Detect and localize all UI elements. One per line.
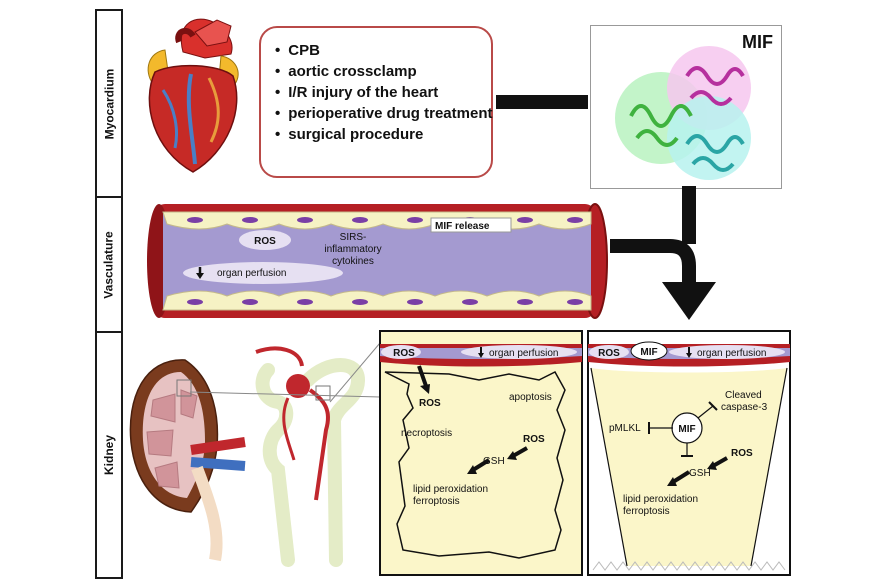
trigger-item: CPB [275,40,481,61]
right-panel-cleaved-line2: caspase-3 [721,402,768,413]
blood-vessel: ROS organ perfusion SIRS- inflammatory c… [147,203,608,319]
right-panel-ros: ROS [731,448,753,459]
row-label-vasculature: Vasculature [95,196,123,333]
trigger-item: I/R injury of the heart [275,82,481,103]
left-panel-lipid-line2: ferroptosis [413,496,460,507]
endothelial-cells-bottom [162,290,592,311]
left-panel-necroptosis: necroptosis [401,428,452,439]
left-panel-lipid-line1: lipid peroxidation [413,484,488,495]
sirs-label-line1: SIRS- [340,232,367,243]
right-panel-mif-center: MIF [678,424,695,435]
heart-illustration [147,18,239,173]
mif-structure-box: MIF [590,25,782,189]
left-panel-perfusion: organ perfusion [489,348,559,359]
vessel-perfusion-label: organ perfusion [217,268,287,279]
trigger-list: CPB aortic crossclamp I/R injury of the … [271,40,492,145]
connector-bar [496,95,588,109]
mif-structure-title: MIF [742,32,773,52]
left-panel-cell-ros: ROS [419,398,441,409]
trigger-list-box: CPB aortic crossclamp I/R injury of the … [259,26,493,178]
left-panel-gsh: GSH [483,456,505,467]
right-panel-lipid-line2: ferroptosis [623,506,670,517]
mif-protein-structure [615,46,751,180]
right-panel-gsh: GSH [689,468,711,479]
left-panel-vessel-ros: ROS [393,348,415,359]
kidney-illustration [129,359,246,562]
trigger-item: perioperative drug treatment [275,103,492,124]
right-panel-perfusion: organ perfusion [697,348,767,359]
right-panel-cleaved-line1: Cleaved [725,390,762,401]
right-panel-vessel-mif: MIF [640,347,657,358]
row-label-kidney: Kidney [95,331,123,579]
vessel-ros-label: ROS [254,236,276,247]
mif-release-label: MIF release [435,221,490,232]
trigger-item: aortic crossclamp [275,61,481,82]
sirs-label-line2: inflammatory [324,244,381,255]
left-panel-apoptosis: apoptosis [509,392,552,403]
right-panel-vessel-ros: ROS [598,348,620,359]
kidney-panel-left: ROS organ perfusion ROS apoptosis necrop… [379,330,583,576]
mif-flow-arrow [610,186,716,320]
row-label-myocardium: Myocardium [95,9,123,198]
trigger-item: surgical procedure [275,124,481,145]
kidney-panel-right: ROS MIF organ perfusion Cleaved caspase-… [587,330,791,576]
left-panel-ros-right: ROS [523,434,545,445]
nephron-illustration [255,346,366,567]
right-panel-pmlkl: pMLKL [609,423,641,434]
sirs-label-line3: cytokines [332,256,374,267]
right-panel-lipid-line1: lipid peroxidation [623,494,698,505]
